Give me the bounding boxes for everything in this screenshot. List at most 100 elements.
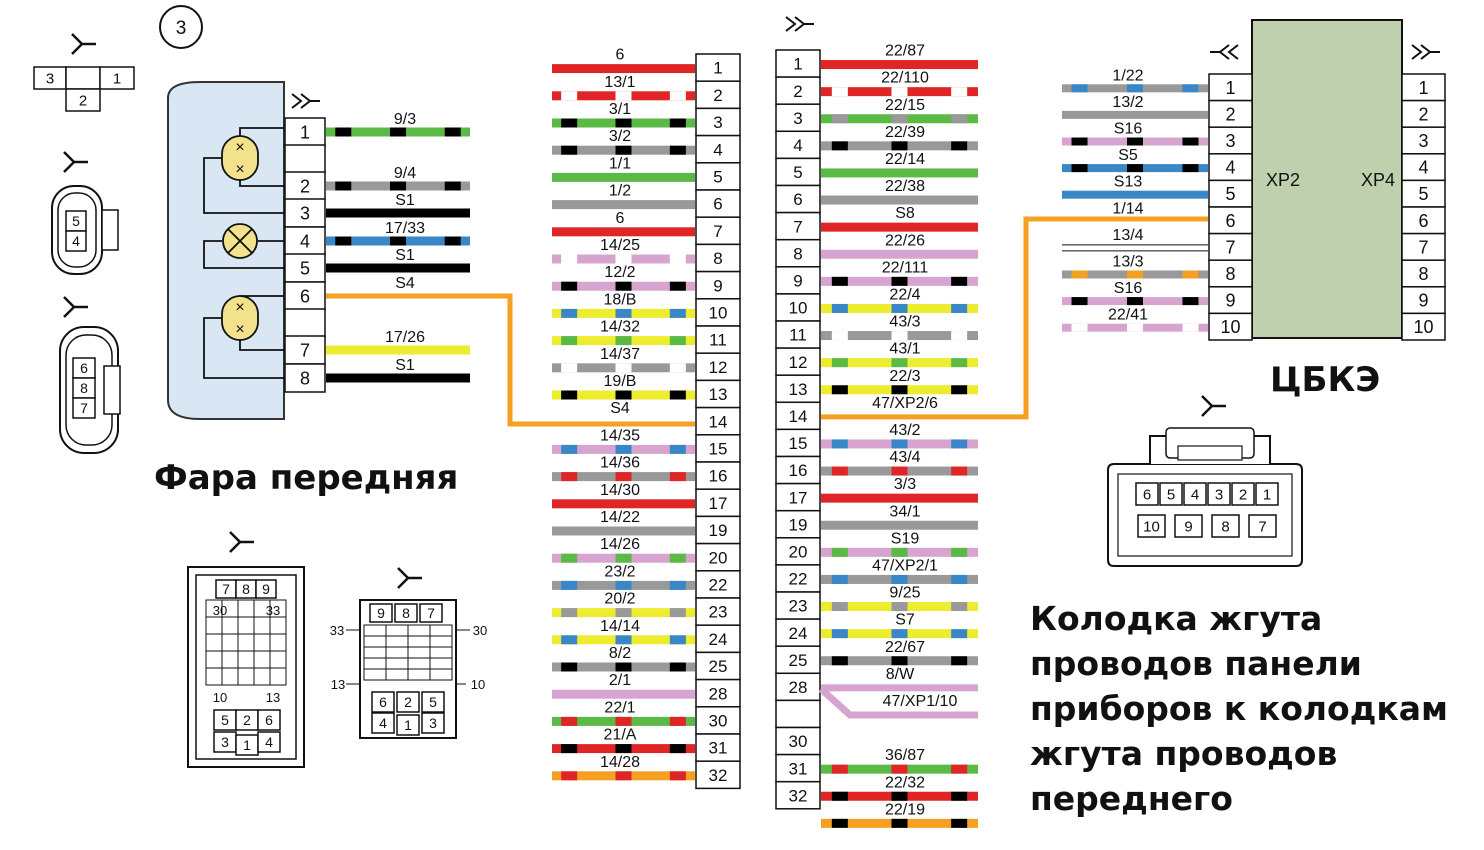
connector-b-wire-label: 22/110: [881, 70, 929, 87]
connector-a-wire-label: 20/2: [604, 591, 635, 608]
y-stroke: [397, 567, 410, 589]
wire-stripe: [951, 629, 968, 639]
caption-line: Колодка жгута: [1030, 599, 1323, 638]
pin-number: 5: [1418, 184, 1428, 204]
wire-stripe: [669, 254, 686, 264]
wire-stripe: [615, 281, 632, 291]
tall-connector-cell: [205, 650, 223, 669]
ecu-wire-label: 13/4: [1112, 227, 1143, 244]
connector-b-pin: [775, 49, 821, 78]
pin-number: 23: [789, 597, 808, 616]
pin-number: 1: [1418, 78, 1428, 98]
pin-number: 4: [379, 715, 387, 731]
tall-connector-cell: [205, 633, 223, 652]
connector-a-pin: [695, 651, 741, 681]
pin-number: 4: [713, 140, 722, 159]
tall-connector-cell: [269, 667, 287, 686]
connector-a-pin: [695, 515, 741, 545]
pin-number: 32: [789, 786, 808, 805]
pin-number: 20: [709, 548, 728, 567]
pin-number: 2: [793, 82, 802, 101]
ecu-wire-label: S16: [1114, 121, 1143, 138]
wire-stripe: [615, 716, 632, 726]
wire-stripe: [891, 331, 908, 341]
connector-a-wire-label: 14/36: [600, 455, 640, 472]
connector-a-wire-label: 14/35: [600, 427, 640, 444]
ecu-wire-label: 22/41: [1108, 307, 1148, 324]
wire-stripe: [951, 764, 968, 774]
pin-number: 22: [789, 570, 808, 589]
pin-number: 31: [709, 739, 728, 758]
pin-number: 8: [713, 249, 722, 268]
pin-number: 5: [1167, 486, 1175, 503]
connector-b-pin: [775, 76, 821, 105]
ecu-wire-label: 13/3: [1112, 254, 1143, 271]
wire-stripe: [669, 635, 686, 645]
square-connector-pin-label: 10: [471, 677, 485, 692]
pin-number: 8: [1221, 518, 1229, 535]
wire-stripe: [669, 580, 686, 590]
tall-connector-cell: [237, 650, 255, 669]
wire-stripe: [951, 574, 968, 584]
xp4-pin: [1401, 99, 1446, 128]
connector-b-wire: [821, 684, 978, 692]
connector-a-wire: [552, 227, 695, 237]
connector-a-wire-label: 2/1: [609, 672, 631, 689]
square-connector-pin-label: 13: [331, 677, 345, 692]
wire-stripe: [951, 466, 968, 476]
connector-a-wire-label: 14/30: [600, 482, 640, 499]
wire-stripe: [615, 553, 632, 563]
connector-a-wire-label: 3/1: [609, 101, 631, 118]
filament-icon: ×: [235, 299, 244, 316]
small-pin: [72, 397, 96, 419]
connector-a-wire: [552, 172, 695, 182]
filament-icon: [227, 228, 253, 254]
wire-stripe: [831, 547, 848, 557]
connector-a-wire-label: 18/B: [604, 291, 637, 308]
tall-connector-pin: [257, 731, 281, 753]
pin-number: 8: [402, 605, 410, 621]
ecu-title: ЦБКЭ: [1270, 360, 1381, 400]
pin-number: 2: [243, 712, 251, 728]
tall-connector-cell: [221, 616, 239, 635]
wire-stripe: [951, 656, 968, 666]
pin-number: 8: [300, 368, 310, 388]
connector-a-pin: [695, 243, 741, 273]
pin-number: 3: [793, 109, 802, 128]
small-pin: [65, 66, 101, 90]
connector-b-wire: [821, 249, 978, 259]
pin-number: 7: [713, 222, 722, 241]
wire-stripe: [669, 553, 686, 563]
wire-stripe: [669, 308, 686, 318]
pin-number: 15: [709, 440, 728, 459]
wire-stripe: [390, 127, 406, 137]
pin-number: 2: [404, 694, 412, 710]
ecu-wire-label: 1/14: [1112, 200, 1143, 217]
chevron-stroke: [785, 16, 797, 32]
pin-number: 4: [1418, 158, 1428, 178]
wire-stripe: [1071, 137, 1088, 146]
ecu-plug-inner: [1117, 473, 1293, 557]
headlamp-title: Фара передняя: [154, 458, 459, 498]
tall-connector-cell: [269, 616, 287, 635]
connector-a-wire-label: 1/2: [609, 183, 631, 200]
female-connector-icon: [397, 567, 422, 589]
square-connector-pin: [421, 691, 445, 713]
connector-b-pin: [775, 726, 821, 756]
connector-a-pin: [695, 53, 741, 82]
connector-b-wire-label: S8: [895, 205, 915, 222]
wire-stripe: [1182, 323, 1199, 332]
headlamp-wire: [326, 208, 470, 218]
wire-stripe: [951, 791, 968, 801]
connector-a-wire-label: 6: [616, 47, 625, 64]
wire-stripe: [561, 336, 578, 346]
pin-number: 6: [713, 195, 722, 214]
wire-stripe: [335, 181, 352, 191]
connector-b-pin: [775, 428, 821, 458]
pin-number: 30: [709, 712, 728, 731]
wire-stripe: [1071, 164, 1088, 173]
square-connector-pin: [396, 714, 420, 736]
tall-connector-cell: [253, 633, 271, 652]
connector-b-wire-label: 43/4: [889, 449, 920, 466]
wire-stripe: [891, 547, 908, 557]
